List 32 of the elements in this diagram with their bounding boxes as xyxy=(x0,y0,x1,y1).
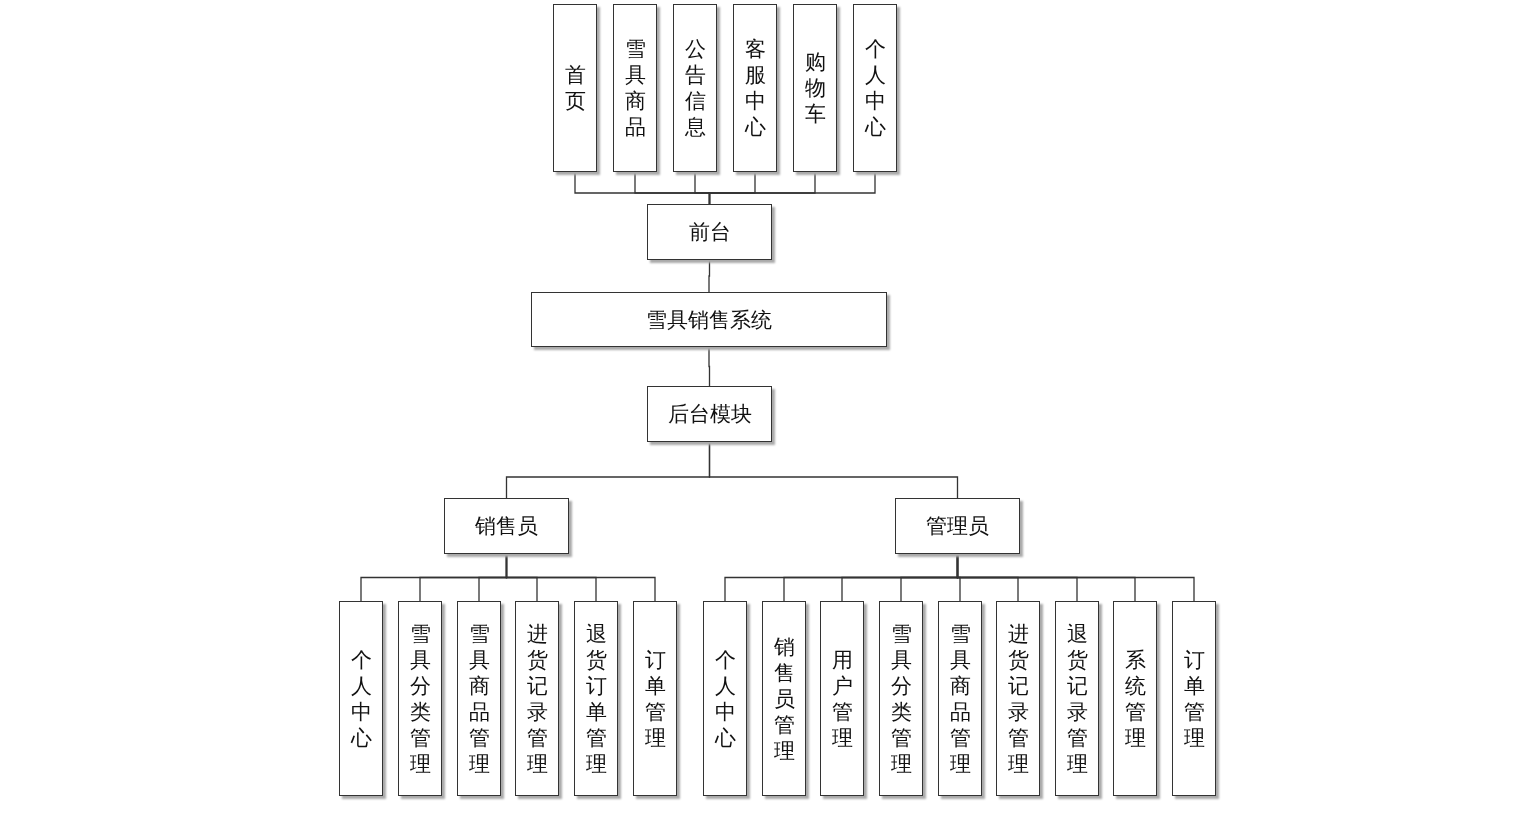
connector-line xyxy=(505,553,656,602)
connector-line xyxy=(708,171,876,205)
module-box: 销售员 xyxy=(444,498,569,554)
connector-line xyxy=(956,553,1195,602)
module-box: 雪具商品管理 xyxy=(457,601,501,796)
module-box: 雪具商品管理 xyxy=(938,601,982,796)
module-box: 管理员 xyxy=(895,498,1020,554)
module-box: 雪具分类管理 xyxy=(398,601,442,796)
connector-line xyxy=(708,259,711,293)
module-box: 个人中心 xyxy=(703,601,747,796)
module-box: 订单管理 xyxy=(633,601,677,796)
module-box: 前台 xyxy=(647,204,772,260)
module-box: 订单管理 xyxy=(1172,601,1216,796)
module-box: 进货记录管理 xyxy=(515,601,559,796)
module-box: 首页 xyxy=(553,4,597,172)
module-box: 系统管理 xyxy=(1113,601,1157,796)
module-box: 个人中心 xyxy=(339,601,383,796)
module-box: 后台模块 xyxy=(647,386,772,442)
module-box: 客服中心 xyxy=(733,4,777,172)
module-box: 销售员管理 xyxy=(762,601,806,796)
connector-line xyxy=(708,346,711,387)
module-box: 雪具商品 xyxy=(613,4,657,172)
module-box: 购物车 xyxy=(793,4,837,172)
module-box: 用户管理 xyxy=(820,601,864,796)
module-box: 退货订单管理 xyxy=(574,601,618,796)
module-box: 雪具销售系统 xyxy=(531,292,887,347)
module-box: 退货记录管理 xyxy=(1055,601,1099,796)
module-box: 雪具分类管理 xyxy=(879,601,923,796)
module-box: 进货记录管理 xyxy=(996,601,1040,796)
module-box: 个人中心 xyxy=(853,4,897,172)
connector-line xyxy=(708,441,959,499)
module-box: 公告信息 xyxy=(673,4,717,172)
